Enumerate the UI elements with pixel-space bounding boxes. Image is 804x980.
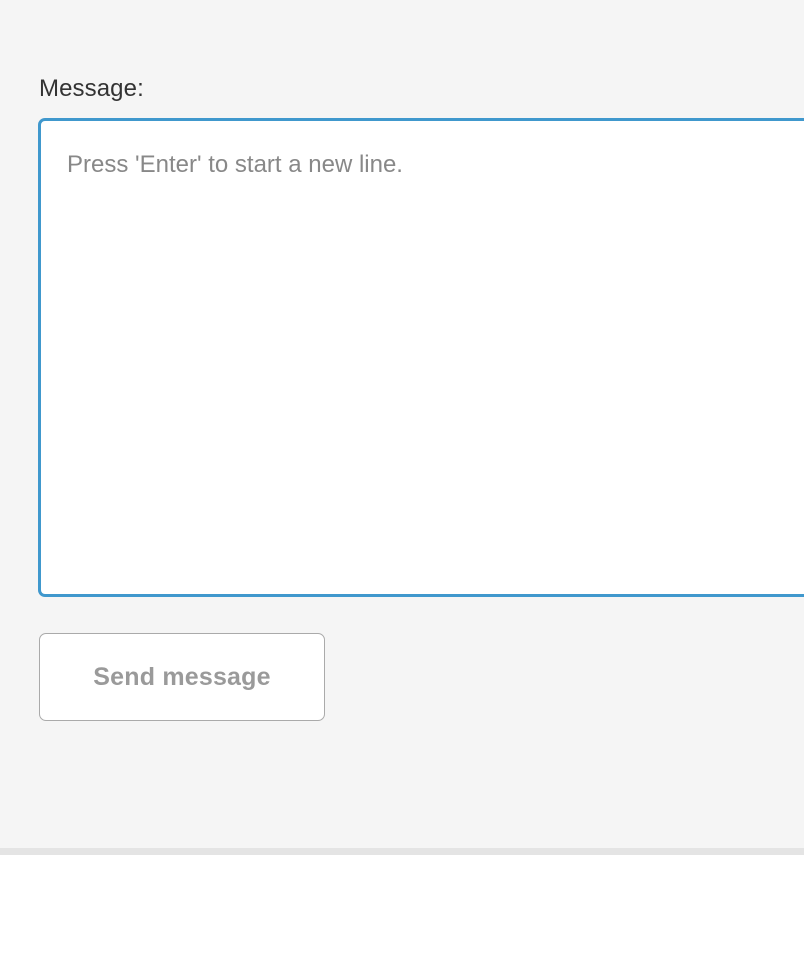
below-panel-area <box>0 855 804 980</box>
message-input[interactable] <box>38 118 804 597</box>
panel-divider <box>0 848 804 855</box>
message-field-label: Message: <box>39 75 144 102</box>
compose-panel: Message: Send message <box>38 75 804 721</box>
send-message-button[interactable]: Send message <box>39 633 325 721</box>
